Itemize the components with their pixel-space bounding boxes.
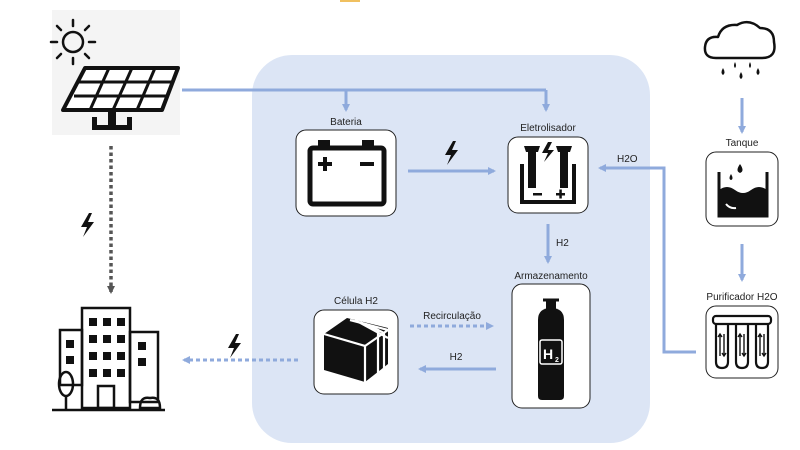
lightning-icon	[445, 141, 458, 165]
fuel-cell-icon	[323, 318, 389, 382]
cloud-rain-icon	[703, 20, 776, 79]
lightning-icon	[81, 213, 94, 237]
purifier-label: Purificador H2O	[706, 292, 777, 303]
solar-panel-icon	[61, 66, 180, 130]
recirculation-edge-label: Recirculação	[423, 311, 481, 322]
sun-icon	[49, 18, 97, 66]
fuel-cell-label: Célula H2	[334, 296, 378, 307]
lightning-icon	[228, 334, 241, 358]
purifier-icon	[711, 314, 773, 370]
tank-icon	[717, 164, 769, 218]
hydrogen-cylinder-icon: H 2	[538, 298, 564, 400]
electrolyser-label: Eletrolisador	[520, 123, 576, 134]
h2o-edge-label: H2O	[617, 154, 638, 165]
battery-label: Bateria	[330, 117, 362, 128]
electrolyser-icon	[520, 142, 576, 204]
h2-back-edge-label: H2	[450, 352, 463, 363]
buildings-icon	[52, 306, 165, 412]
battery-icon	[307, 140, 387, 207]
purifier-to-electrolyser-arrow	[598, 164, 696, 354]
h2-down-edge-label: H2	[556, 238, 569, 249]
cylinder-h-label: H	[543, 346, 553, 362]
cylinder-sub-label: 2	[555, 357, 559, 364]
tank-label: Tanque	[726, 138, 759, 149]
storage-label: Armazenamento	[514, 271, 588, 282]
